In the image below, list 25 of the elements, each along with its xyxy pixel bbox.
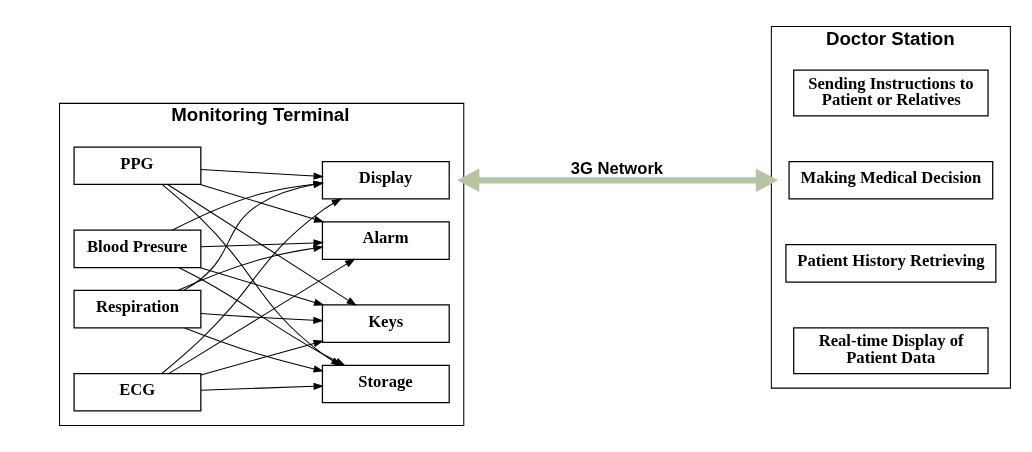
node-box: Real-time Display of Patient Data — [793, 327, 989, 375]
arrow — [200, 168, 324, 180]
arrow — [200, 339, 324, 376]
arrow — [167, 183, 357, 306]
node-box: Making Medical Decision — [788, 160, 994, 200]
arrow — [200, 382, 324, 391]
node-box: Respiration — [73, 289, 202, 329]
node-box: Display — [321, 160, 450, 200]
arrow — [199, 184, 325, 223]
node-box: Sending Instructions to Patient or Relatives — [793, 69, 989, 117]
edge-label: 3G Network — [570, 158, 664, 178]
arrow — [200, 239, 324, 248]
arrow — [168, 258, 356, 374]
node-box: Blood Presure — [73, 229, 202, 269]
arrow — [184, 327, 324, 373]
arrow — [177, 244, 324, 291]
node-box: Patient History Retrieving — [785, 244, 997, 283]
node-box: Keys — [321, 304, 450, 343]
node-box: Alarm — [321, 221, 450, 260]
arrow — [200, 313, 324, 324]
arrow — [199, 267, 325, 306]
node-box: PPG — [73, 146, 202, 186]
arrow — [457, 168, 779, 192]
node-box: ECG — [73, 372, 202, 412]
node-box: Storage — [321, 364, 450, 404]
